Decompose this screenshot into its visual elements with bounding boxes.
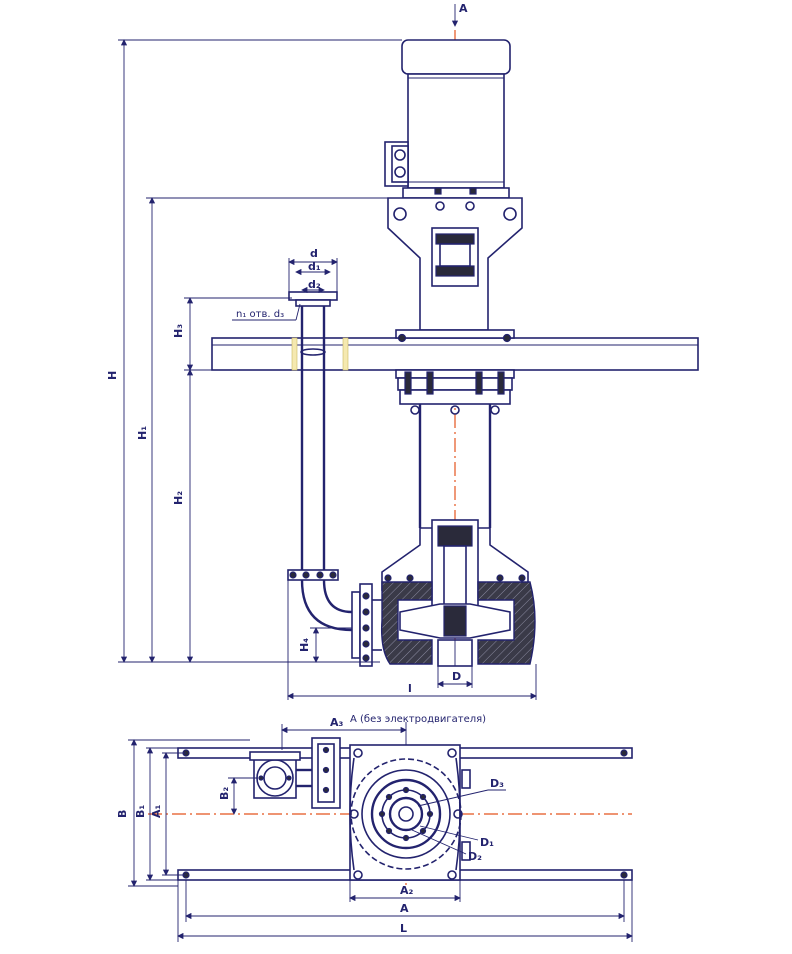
dim-holes: n₁ отв. d₃ — [236, 309, 284, 320]
top-vertical-dimensions: B B₁ A₁ B₂ — [116, 739, 258, 887]
dim-H4: H₄ — [298, 638, 311, 652]
dim-H1: H₁ — [136, 426, 149, 440]
top-view: D₃ D₁ D₂ A₃ A (без электродвигателя) A₂ … — [116, 714, 633, 942]
dim-H: H — [106, 371, 119, 380]
top-discharge-flange — [249, 737, 341, 809]
column-pipe — [418, 404, 492, 528]
dim-L: L — [400, 922, 407, 935]
top-horizontal-dimensions: A₃ A (без электродвигателя) A₂ A L — [177, 714, 633, 942]
note-A: A (без электродвигателя) — [350, 714, 486, 725]
dim-D1: D₁ — [480, 836, 494, 849]
intermediate-flange — [397, 371, 513, 415]
support-beam — [211, 329, 699, 379]
dim-A1: A₁ — [150, 804, 163, 818]
dim-D: D — [452, 670, 461, 683]
dim-D3: D₃ — [490, 777, 504, 790]
dim-A2: A₂ — [400, 884, 414, 897]
motor-lantern — [387, 197, 523, 331]
dim-B: B — [116, 810, 129, 818]
dim-d: d — [310, 247, 318, 260]
flange-dimensions: d d₁ d₂ n₁ отв. d₃ — [232, 247, 338, 321]
side-view: A — [106, 2, 699, 700]
pump-casing — [380, 519, 536, 667]
discharge-pipe — [287, 291, 382, 667]
view-arrow: A — [451, 2, 468, 27]
view-arrow-label: A — [459, 2, 468, 15]
dim-B2: B₂ — [218, 787, 231, 800]
electric-motor — [384, 39, 511, 199]
bottom-dimensions: D l — [287, 580, 537, 700]
top-pump-plate — [349, 744, 471, 881]
dim-l: l — [408, 682, 412, 695]
dim-D2: D₂ — [468, 850, 482, 863]
dim-H3: H₃ — [172, 324, 185, 338]
vertical-dimensions: H H₁ H₃ H₂ H₄ — [106, 39, 402, 663]
diameter-leaders: D₃ D₁ D₂ — [411, 777, 506, 863]
dim-d1: d₁ — [308, 260, 321, 273]
dim-d2: d₂ — [308, 278, 321, 291]
dim-A3: A₃ — [330, 716, 344, 729]
dim-B1: B₁ — [134, 805, 147, 818]
dim-A: A — [400, 902, 409, 915]
dim-H2: H₂ — [172, 491, 185, 505]
